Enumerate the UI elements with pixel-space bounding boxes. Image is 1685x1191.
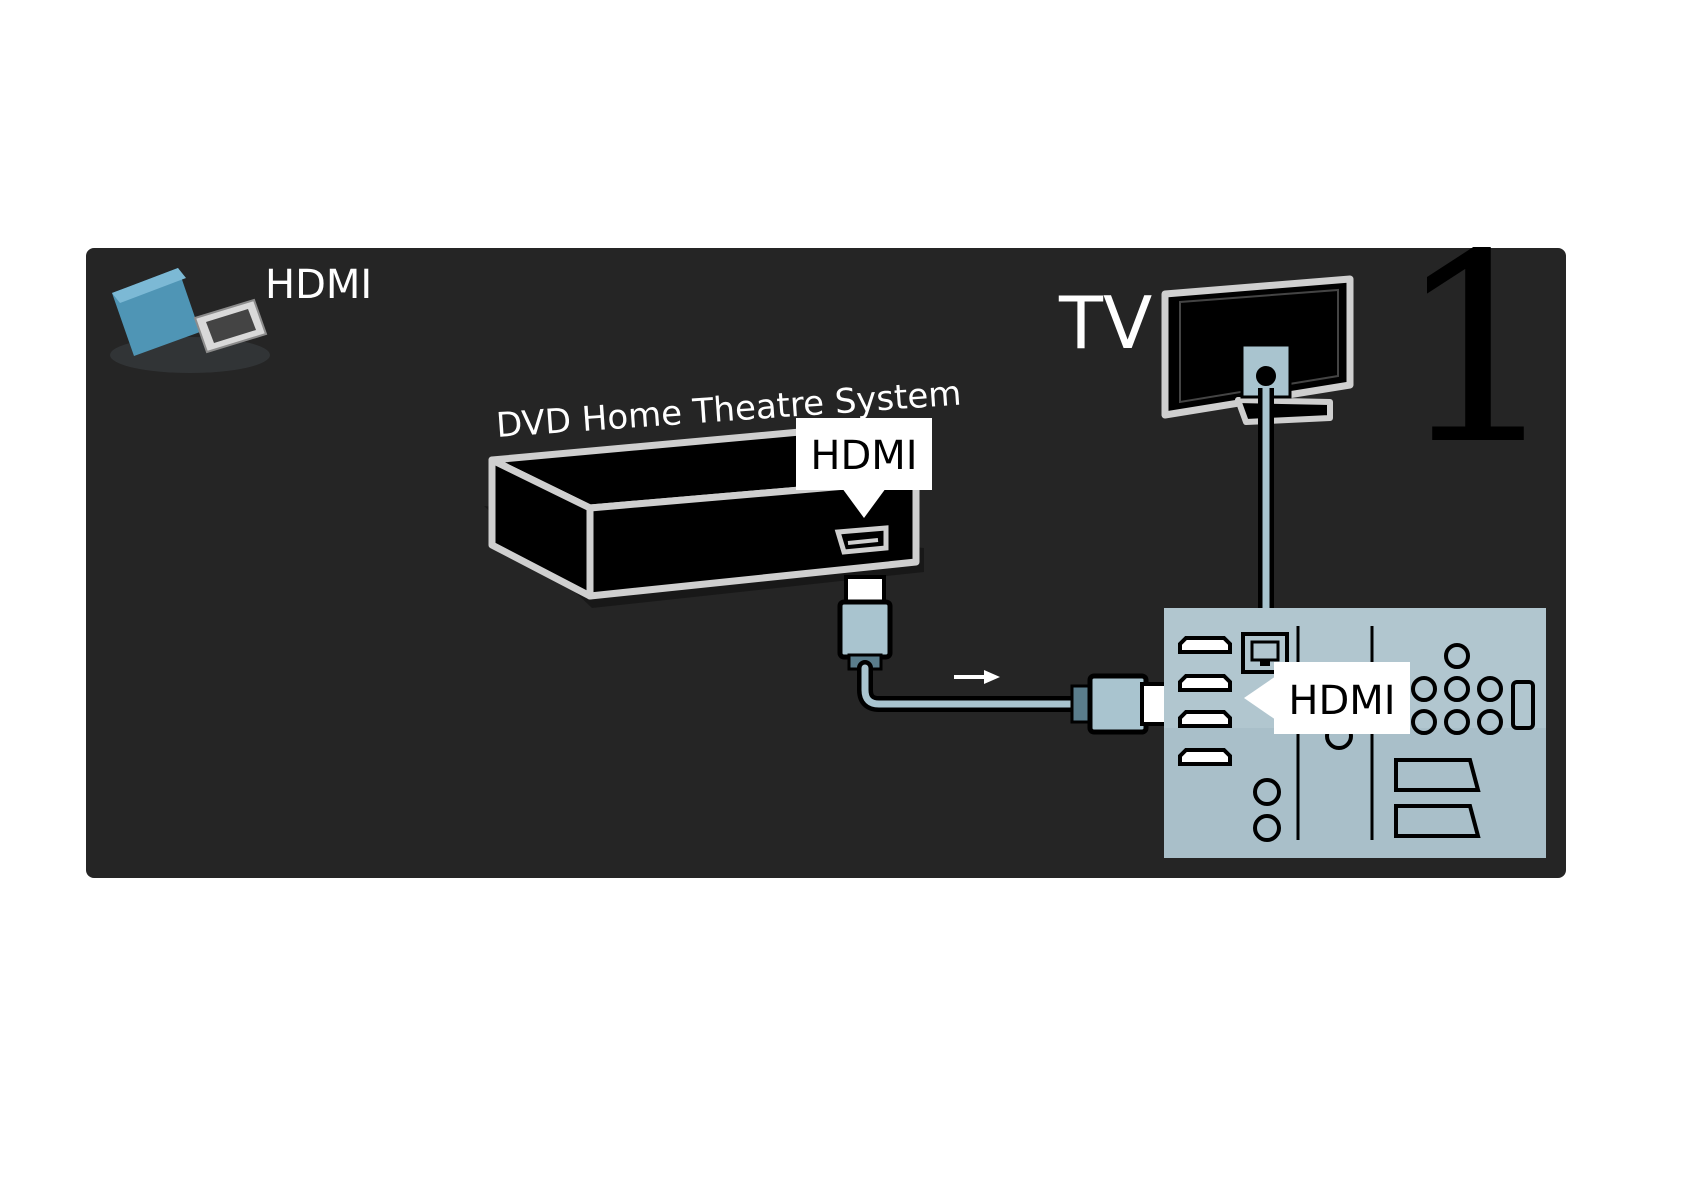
dvd-hdmi-port	[838, 528, 886, 552]
tv-hdmi-callout-label: HDMI	[1288, 678, 1395, 724]
tv-hdmi-port-1	[1180, 638, 1230, 652]
hdmi-legend-label: HDMI	[265, 262, 372, 308]
tv-hdmi-port-2	[1180, 676, 1230, 690]
dvd-hdmi-callout-label: HDMI	[810, 433, 917, 479]
tv-hdmi-port-3	[1180, 712, 1230, 726]
step-number: 1	[1395, 200, 1560, 502]
tv-hdmi-port-4	[1180, 750, 1230, 764]
tv-device	[1165, 279, 1350, 422]
tv-label: TV	[1058, 281, 1152, 365]
